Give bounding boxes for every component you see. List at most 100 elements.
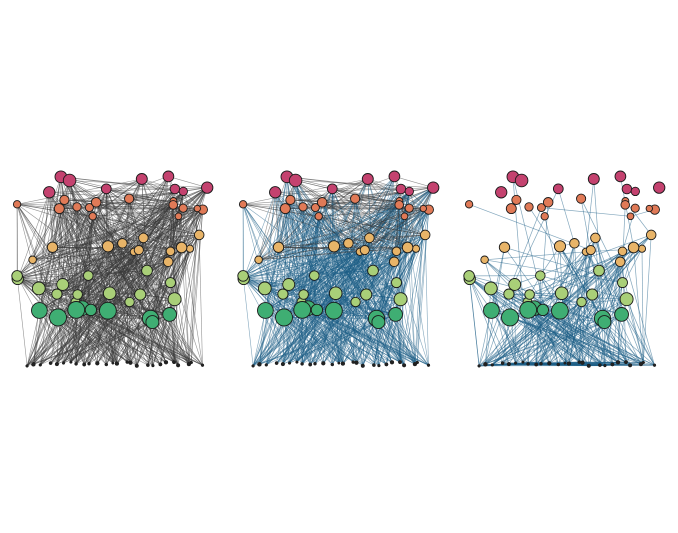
node — [590, 232, 601, 244]
edge — [32, 247, 182, 261]
edge — [26, 293, 58, 367]
node — [201, 181, 214, 194]
node — [82, 362, 87, 367]
edge — [302, 309, 418, 363]
node — [178, 203, 188, 213]
edge — [528, 309, 619, 363]
node — [536, 303, 550, 317]
node — [404, 203, 414, 213]
edge — [62, 284, 85, 365]
node — [133, 245, 144, 256]
edge — [38, 288, 175, 363]
node — [614, 170, 627, 183]
node — [535, 270, 546, 281]
node — [275, 308, 293, 327]
node — [519, 301, 538, 319]
node — [200, 363, 205, 367]
node — [51, 288, 63, 300]
edge — [282, 275, 315, 295]
edge — [83, 309, 92, 365]
edge — [490, 288, 570, 364]
edge — [307, 249, 366, 309]
node — [125, 360, 129, 364]
edge — [282, 199, 291, 295]
node — [505, 203, 517, 215]
node — [168, 200, 178, 210]
edge — [468, 275, 480, 366]
node — [621, 183, 633, 195]
network-panel-1 — [11, 170, 214, 368]
node — [59, 194, 70, 205]
edge-group — [242, 176, 434, 367]
node — [526, 362, 530, 366]
node — [87, 361, 91, 366]
edge — [17, 204, 200, 236]
node — [364, 232, 375, 244]
edge — [76, 309, 192, 363]
edge — [122, 208, 198, 244]
edge — [301, 301, 356, 365]
node — [580, 360, 585, 365]
node — [597, 315, 612, 330]
edge — [424, 234, 429, 366]
edge — [508, 292, 562, 295]
edge — [75, 261, 169, 303]
edge — [56, 275, 89, 295]
node — [298, 202, 308, 212]
node — [503, 288, 515, 300]
node — [508, 278, 522, 291]
node — [193, 204, 201, 213]
node — [84, 303, 98, 317]
edge — [243, 204, 286, 209]
node — [12, 200, 22, 209]
edge — [88, 275, 153, 323]
node — [391, 246, 402, 257]
edge — [160, 248, 191, 365]
edge — [362, 294, 367, 366]
node — [277, 288, 289, 300]
node — [343, 238, 354, 249]
edge — [303, 282, 397, 295]
edge — [33, 192, 50, 365]
node — [28, 255, 37, 265]
node — [104, 362, 109, 367]
edge — [39, 310, 77, 365]
node — [337, 361, 341, 365]
node — [576, 193, 587, 204]
node — [31, 302, 48, 319]
edge — [38, 288, 203, 366]
edge — [581, 301, 644, 363]
node — [483, 281, 498, 296]
node — [359, 245, 370, 256]
edge — [373, 208, 410, 366]
node — [547, 361, 552, 366]
edge — [56, 293, 85, 365]
node — [274, 361, 279, 365]
edge — [152, 321, 175, 363]
node — [506, 362, 511, 367]
edge — [243, 249, 365, 277]
edge — [400, 247, 408, 300]
edge — [394, 176, 434, 188]
edge — [243, 204, 397, 252]
edge — [82, 307, 167, 363]
node — [628, 363, 633, 368]
node — [569, 238, 580, 249]
edge — [16, 275, 28, 366]
node — [321, 361, 326, 366]
node — [367, 264, 379, 277]
node — [514, 173, 529, 188]
node — [167, 292, 182, 307]
node — [124, 193, 135, 204]
node — [309, 270, 320, 281]
node — [598, 363, 602, 367]
edge — [56, 293, 110, 365]
edge — [528, 247, 634, 311]
edge — [16, 275, 64, 364]
node — [285, 194, 296, 205]
edge — [63, 309, 92, 364]
node — [404, 186, 414, 197]
edge — [88, 275, 118, 364]
node — [554, 286, 569, 300]
edge — [17, 204, 174, 280]
